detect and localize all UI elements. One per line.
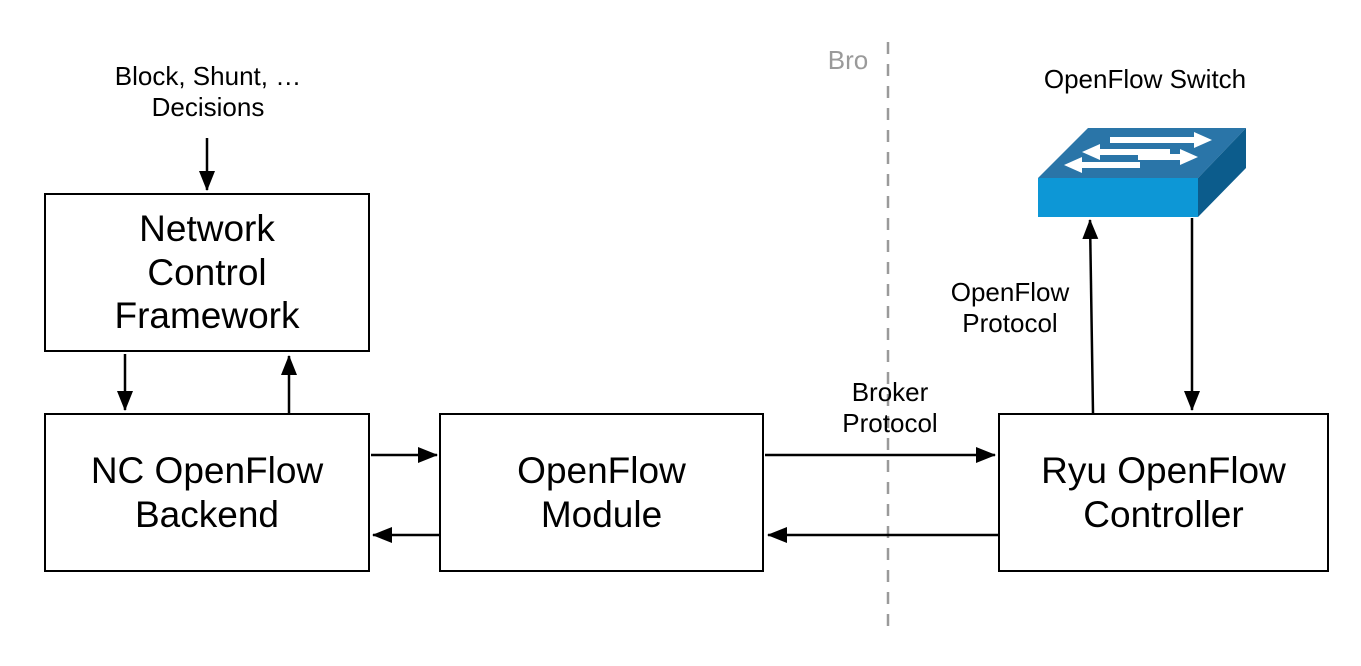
openflow-module-label: OpenFlow Module [517, 449, 686, 535]
openflow-module-box: OpenFlow Module [439, 413, 764, 572]
bro-label: Bro [827, 45, 869, 75]
ryu-openflow-controller-box: Ryu OpenFlow Controller [998, 413, 1329, 572]
switch-label: OpenFlow Switch [1043, 64, 1247, 94]
network-control-framework-box: Network Control Framework [44, 193, 370, 352]
openflow-protocol-label: OpenFlow Protocol [950, 277, 1070, 339]
network-control-framework-label: Network Control Framework [114, 208, 300, 337]
ryu-openflow-controller-label: Ryu OpenFlow Controller [1041, 449, 1286, 535]
switch-icon [1038, 128, 1246, 217]
arrow-controller-to-switch [1082, 219, 1099, 414]
nc-openflow-backend-label: NC OpenFlow Backend [90, 449, 324, 535]
broker-protocol-label: Broker Protocol [842, 377, 938, 439]
decisions-label: Block, Shunt, … Decisions [114, 61, 302, 123]
nc-openflow-backend-box: NC OpenFlow Backend [44, 413, 370, 572]
